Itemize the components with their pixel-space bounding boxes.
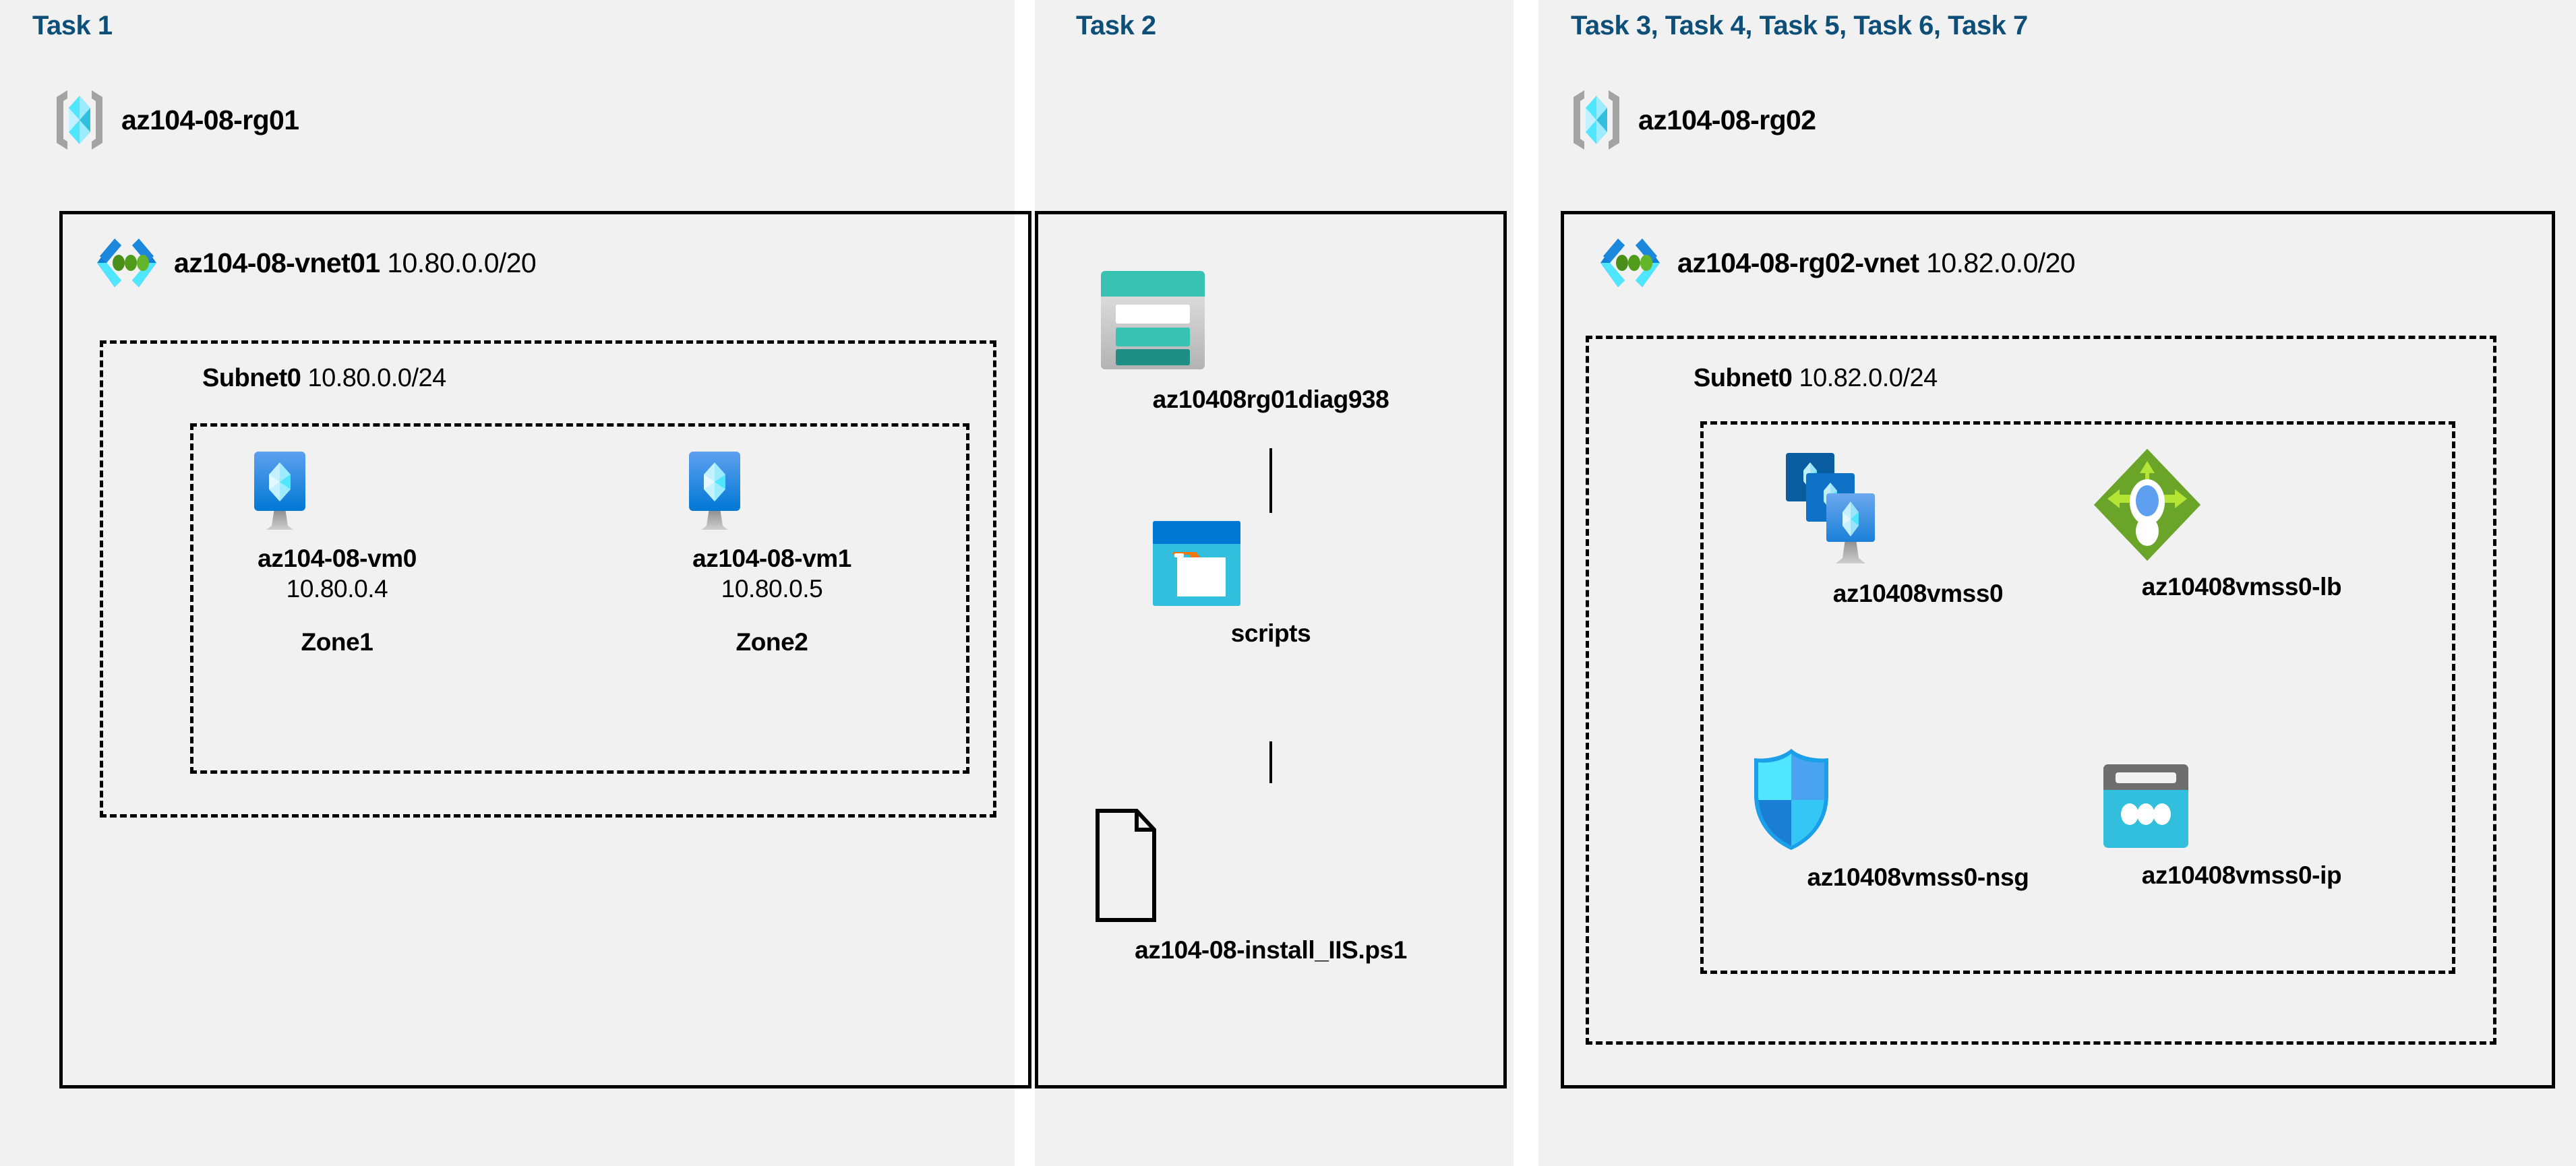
rg02-resource-boundary: [1700, 421, 2455, 974]
vm-scale-set-icon: [1770, 445, 2066, 573]
vnet01-subnet0-boundary: [100, 340, 996, 818]
rg02-subnet0-cidr: 10.82.0.0/24: [1799, 364, 1938, 392]
task-label-task2: Task 2: [1076, 11, 1156, 40]
rg02-vnet-cidr: 10.82.0.0/20: [1926, 247, 2075, 278]
script-file-node[interactable]: az104-08-install_IIS.ps1: [1079, 805, 1463, 965]
storage-account-name: az10408rg01diag938: [1152, 386, 1389, 413]
vnet01-subnet0-name: Subnet0: [202, 364, 301, 392]
task2-panel: [1035, 0, 1514, 1166]
blob-container-name: scripts: [1230, 619, 1311, 647]
rg02-subnet0-name: Subnet0: [1694, 364, 1793, 392]
load-balancer-icon: [2090, 445, 2393, 565]
vm-node-az104-08-vm0[interactable]: az104-08-vm0 10.80.0.4 Zone1: [239, 446, 435, 657]
public-ip-name: az10408vmss0-ip: [2141, 861, 2342, 889]
vmss-node-az10408vmss0[interactable]: az10408vmss0: [1770, 445, 2066, 609]
task-label-task3-7: Task 3, Task 4, Task 5, Task 6, Task 7: [1571, 11, 2028, 40]
network-security-group-icon: [1746, 745, 2090, 854]
vm1-zone: Zone2: [736, 628, 808, 656]
public-ip-address-icon: [2097, 760, 2387, 852]
rg02-vnet-name: az104-08-rg02-vnet: [1677, 247, 1919, 278]
storage-account-icon: [1089, 263, 1453, 377]
blob-container-icon: [1146, 516, 1396, 611]
task1-panel: [0, 0, 1015, 1166]
vnet01-boundary: [59, 211, 1031, 1088]
nsg-name: az10408vmss0-nsg: [1807, 863, 2029, 891]
blob-container-node[interactable]: scripts: [1146, 516, 1396, 648]
rg02-vnet-boundary: [1561, 211, 2555, 1088]
vm1-ip: 10.80.0.5: [721, 575, 823, 603]
script-file-name: az104-08-install_IIS.ps1: [1135, 936, 1407, 964]
vnet01-subnet0-title: Subnet0 10.80.0.0/24: [202, 364, 446, 393]
resource-group-icon: [1569, 88, 1623, 152]
load-balancer-node-az10408vmss0-lb[interactable]: az10408vmss0-lb: [2090, 445, 2393, 602]
connector-storage-to-container: [1269, 448, 1272, 513]
vm0-ip: 10.80.0.4: [286, 575, 388, 603]
vnet01-header: az104-08-vnet01 10.80.0.0/20: [94, 237, 537, 288]
resource-group-rg01-header: az104-08-rg01: [53, 88, 299, 152]
virtual-machine-icon: [674, 446, 870, 535]
virtual-machine-icon: [239, 446, 435, 535]
public-ip-node-az10408vmss0-ip[interactable]: az10408vmss0-ip: [2097, 760, 2387, 890]
vnet01-cidr: 10.80.0.0/20: [387, 247, 537, 278]
resource-group-rg02-header: az104-08-rg02: [1569, 88, 1816, 152]
file-icon: [1079, 805, 1463, 925]
connector-container-to-file: [1269, 741, 1272, 783]
vnet01-zone-boundary: [190, 423, 969, 774]
vmss-name: az10408vmss0: [1832, 580, 2004, 607]
rg02-vnet-name-and-cidr: az104-08-rg02-vnet 10.82.0.0/20: [1677, 247, 2076, 279]
vm0-zone: Zone1: [301, 628, 373, 656]
storage-account-node[interactable]: az10408rg01diag938: [1089, 263, 1453, 415]
vm0-name: az104-08-vm0: [258, 545, 417, 572]
virtual-network-icon: [94, 237, 159, 288]
load-balancer-name: az10408vmss0-lb: [2141, 573, 2342, 601]
resource-group-icon: [53, 88, 107, 152]
vm1-name: az104-08-vm1: [692, 545, 851, 572]
resource-group-rg02-name: az104-08-rg02: [1638, 104, 1816, 135]
task2-boundary: [1035, 211, 1507, 1088]
rg02-subnet0-title: Subnet0 10.82.0.0/24: [1694, 364, 1938, 393]
rg02-subnet0-boundary: [1586, 336, 2496, 1045]
vnet01-name-and-cidr: az104-08-vnet01 10.80.0.0/20: [174, 247, 537, 279]
vnet01-subnet0-cidr: 10.80.0.0/24: [307, 364, 446, 392]
resource-group-rg01-name: az104-08-rg01: [121, 104, 299, 135]
task-label-task1: Task 1: [32, 11, 113, 40]
vm-node-az104-08-vm1[interactable]: az104-08-vm1 10.80.0.5 Zone2: [674, 446, 870, 657]
nsg-node-az10408vmss0-nsg[interactable]: az10408vmss0-nsg: [1746, 745, 2090, 892]
rg02-vnet-header: az104-08-rg02-vnet 10.82.0.0/20: [1598, 237, 2076, 288]
vnet01-name: az104-08-vnet01: [174, 247, 380, 278]
virtual-network-icon: [1598, 237, 1663, 288]
